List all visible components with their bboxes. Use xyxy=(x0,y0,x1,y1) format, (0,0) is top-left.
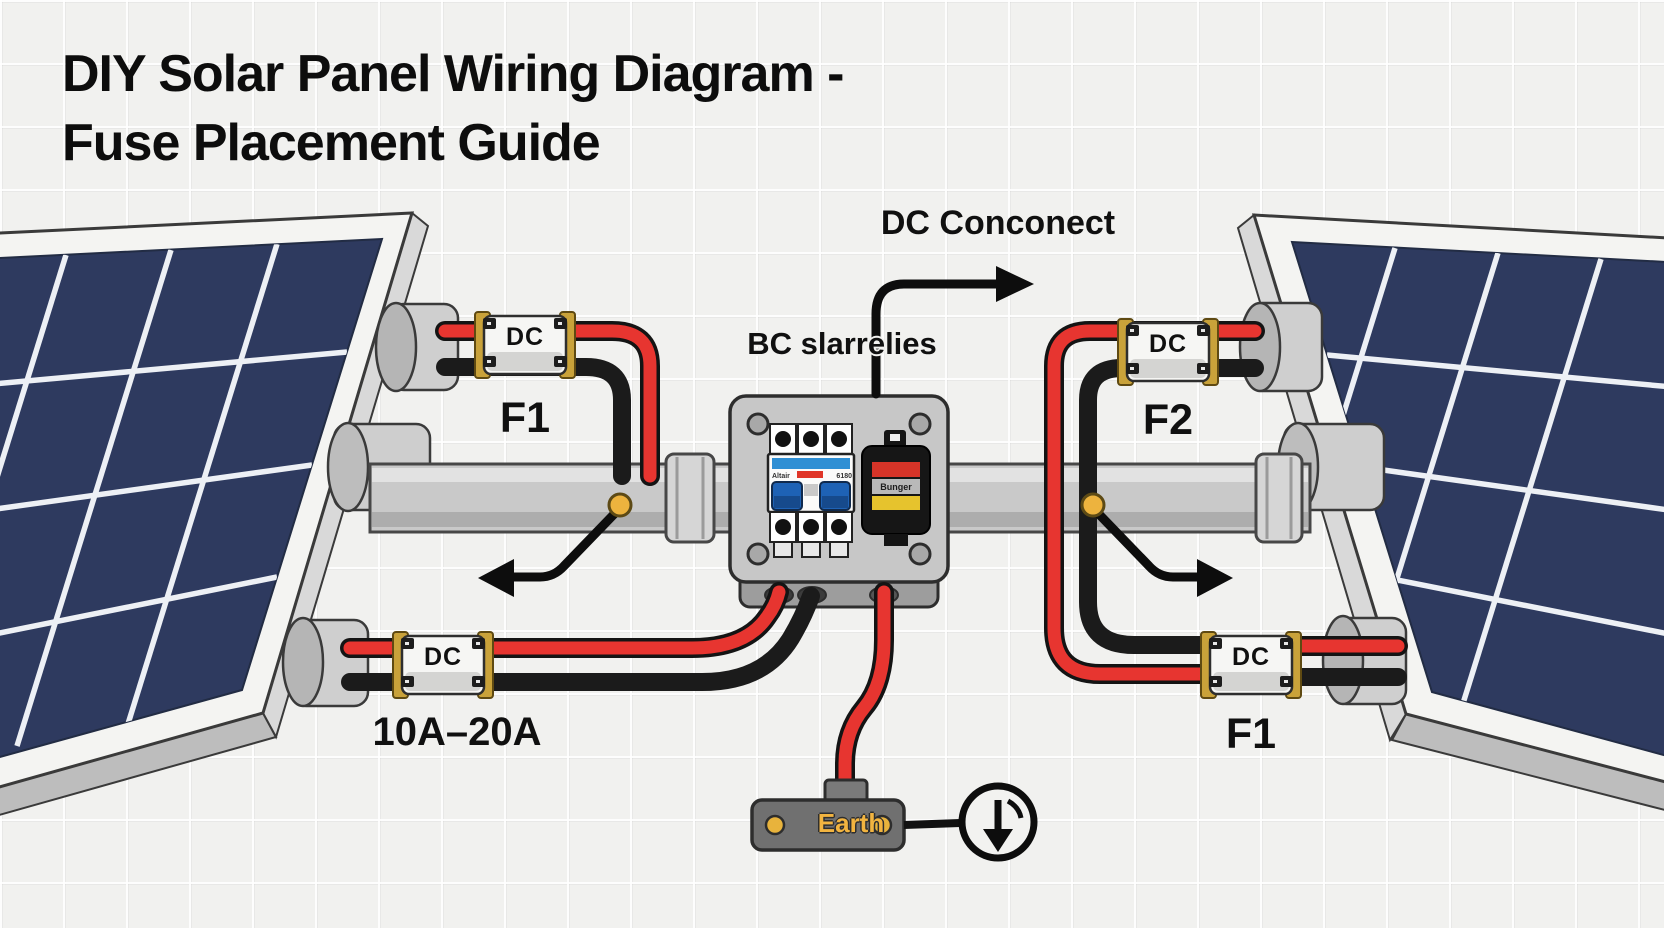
title-line-1: DIY Solar Panel Wiring Diagram - xyxy=(62,45,844,103)
pipe-coupling-left xyxy=(664,452,716,544)
fuse-dc-label-bottom-left: DC xyxy=(423,643,463,671)
box-screw xyxy=(746,542,770,566)
breaker-print-left: Altair xyxy=(772,473,790,480)
wire-positive-top-left xyxy=(438,324,657,483)
wire-positive-bottom-left xyxy=(343,585,786,655)
fuse-arrow-right xyxy=(1088,503,1202,582)
wire-negative-top-left xyxy=(436,358,631,485)
panel-cells xyxy=(0,237,384,758)
wire-negative-bottom-left xyxy=(341,587,820,691)
left-solar-panel xyxy=(0,211,460,816)
earth-bar-label: Earth xyxy=(817,808,885,838)
wire-negative-top-right xyxy=(1079,359,1264,654)
surge-protector: Bunger xyxy=(861,430,931,546)
fuse-arrow-left xyxy=(509,503,625,582)
label-fuse-rating-bottom-left: 10A–20A xyxy=(372,710,542,754)
panel-connector-bottom-right xyxy=(1321,614,1408,706)
earth-terminal xyxy=(871,814,893,836)
wire-earth xyxy=(838,585,891,795)
wire-positive-top-right xyxy=(1047,324,1262,681)
label-fuse-f1-top-left: F1 xyxy=(499,394,551,442)
box-screw xyxy=(746,412,770,436)
box-screw xyxy=(908,542,932,566)
box-screw xyxy=(908,412,932,436)
earth-bar xyxy=(750,778,906,852)
breaker-print-right: 6180 xyxy=(836,473,852,480)
panel-cells xyxy=(1290,240,1664,757)
pipe-node-dot-right xyxy=(1080,492,1106,518)
ground-symbol-icon xyxy=(958,782,1038,862)
panel-connector-top-right xyxy=(1238,301,1324,393)
label-bc-series: BC slarrelies xyxy=(747,326,937,361)
annotation-arrows xyxy=(478,266,1233,597)
panel-connector-bottom-left xyxy=(281,616,370,708)
label-dc-connect: DC Conconect xyxy=(880,204,1116,242)
wiring xyxy=(340,321,1408,798)
earth-terminal xyxy=(764,814,786,836)
pipe-coupling-right xyxy=(1254,452,1304,544)
panel-connector-top-left xyxy=(374,301,460,393)
leader-arrow-right xyxy=(871,279,1001,399)
fuse-dc-label-top-left: DC xyxy=(505,323,545,351)
label-fuse-f1-bottom-right: F1 xyxy=(1225,710,1277,758)
label-fuse-f2-top-right: F2 xyxy=(1142,396,1194,444)
page-title: DIY Solar Panel Wiring Diagram - Fuse Pl… xyxy=(62,40,844,177)
fuse-dc-label-top-right: DC xyxy=(1148,330,1188,358)
title-line-2: Fuse Placement Guide xyxy=(62,113,601,172)
circuit-breaker: Altair 6180 xyxy=(766,423,856,558)
ground-link-line xyxy=(903,819,961,829)
fuse-dc-label-bottom-right: DC xyxy=(1231,643,1271,671)
pipe-node-dot-left xyxy=(607,492,633,518)
surge-print: Bunger xyxy=(880,482,912,492)
